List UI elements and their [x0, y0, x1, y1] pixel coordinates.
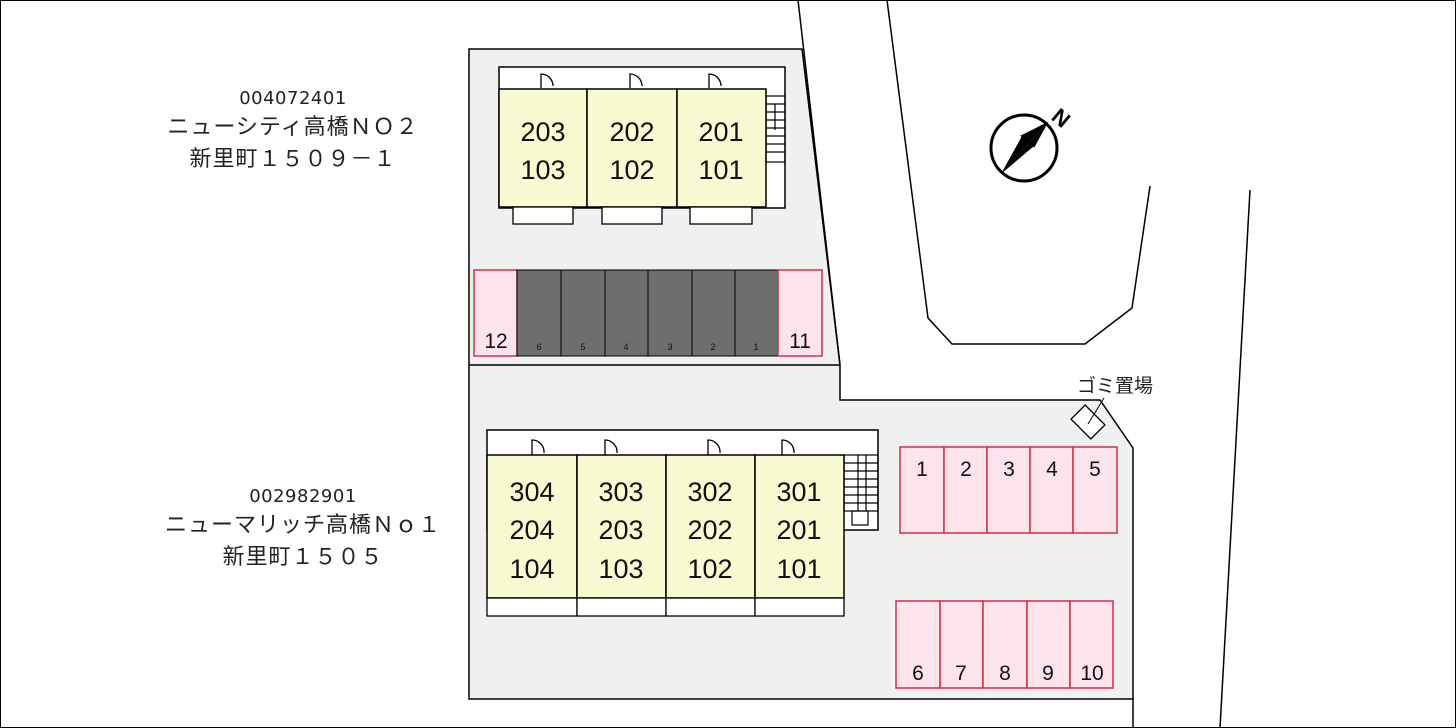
building-north: 203 103 202 102 201 101: [498, 66, 786, 225]
property-name: ニューシティ高橋ＮＯ２: [167, 115, 419, 140]
unit-number: 202: [687, 515, 732, 545]
building-south: 304 204 104 303 203 103 302 202 102 301 …: [486, 429, 879, 617]
unit-number: 303: [598, 477, 643, 507]
balcony: [576, 597, 667, 617]
garbage-area-label: ゴミ置場: [1077, 375, 1153, 397]
door-icon: [707, 439, 721, 455]
balcony: [665, 597, 756, 617]
unit-block: [586, 88, 678, 208]
property-address: 新里町１５０５: [222, 545, 384, 570]
door-icon: [531, 439, 545, 455]
parking-space: [473, 269, 518, 357]
unit-block: [665, 454, 756, 599]
parking-space: [1069, 600, 1114, 689]
unit-number: 102: [687, 554, 732, 584]
property-label-south: 002982901 ニューマリッチ高橋Ｎｏ１ 新里町１５０５: [150, 486, 456, 571]
unit-number: 201: [698, 117, 743, 147]
parking-space: [777, 269, 823, 357]
parking-space: [943, 446, 988, 534]
parking-space-number: 11: [789, 330, 811, 353]
north-arrow-icon: N: [989, 103, 1075, 183]
garage-space: [560, 269, 606, 357]
unit-number: 302: [687, 477, 732, 507]
unit-number: 101: [776, 554, 821, 584]
balcony: [601, 206, 663, 225]
parking-space-number: 3: [1003, 458, 1015, 481]
parking-space-number: 10: [1080, 662, 1103, 685]
unit-block: [676, 88, 767, 208]
parking-space: [986, 446, 1031, 534]
road-edge: [797, 0, 841, 366]
unit-number: 202: [609, 117, 654, 147]
unit-number: 203: [520, 117, 565, 147]
parking-space: [895, 600, 941, 689]
property-label-north: 004072401 ニューシティ高橋ＮＯ２ 新里町１５０９－１: [150, 88, 436, 173]
unit-number: 304: [509, 477, 554, 507]
garbage-box-icon: [1070, 404, 1106, 440]
garage-number: 4: [623, 342, 628, 352]
parking-space: [1072, 446, 1118, 534]
garage-number: 2: [710, 342, 715, 352]
garage-number: 5: [580, 342, 585, 352]
parking-space-number: 6: [912, 662, 924, 685]
garage-number: 1: [753, 342, 758, 352]
unit-block: [498, 88, 588, 208]
property-code: 002982901: [249, 486, 357, 507]
parking-space-number: 2: [960, 458, 972, 481]
parking-south-top: 1 2 3 4 5: [899, 446, 1118, 534]
parking-south-bottom: 6 7 8 9 10: [895, 600, 1114, 689]
property-name: ニューマリッチ高橋Ｎｏ１: [164, 513, 441, 538]
unit-block: [754, 454, 845, 599]
garage-number: 3: [667, 342, 672, 352]
balcony: [512, 206, 574, 225]
door-icon: [708, 73, 722, 88]
parking-space-number: 4: [1046, 458, 1058, 481]
door-icon: [781, 439, 795, 455]
parking-space: [939, 600, 984, 689]
balcony: [689, 206, 753, 225]
garbage-area: ゴミ置場: [1070, 375, 1153, 440]
unit-number: 104: [509, 554, 554, 584]
property-code: 004072401: [239, 88, 347, 109]
unit-block: [576, 454, 667, 599]
parking-space-number: 9: [1042, 662, 1054, 685]
unit-block: [486, 454, 578, 599]
door-icon: [629, 73, 643, 88]
stairs-icon: [765, 95, 786, 163]
garage-space: [647, 269, 693, 357]
unit-number: 201: [776, 515, 821, 545]
parking-space-number: 5: [1089, 458, 1101, 481]
garbage-leader-line: [1087, 397, 1105, 425]
unit-number: 102: [609, 155, 654, 185]
property-address: 新里町１５０９－１: [189, 147, 397, 172]
garage-space: [691, 269, 736, 357]
unit-number: 103: [520, 155, 565, 185]
stairs-icon: [843, 454, 879, 526]
balcony: [754, 597, 845, 617]
parking-space-number: 8: [999, 662, 1011, 685]
parking-space-number: 12: [484, 330, 507, 353]
unit-number: 101: [698, 155, 743, 185]
road-edge: [886, 0, 1151, 345]
parking-space-number: 1: [916, 458, 928, 481]
door-icon: [540, 73, 554, 88]
unit-number: 204: [509, 515, 554, 545]
unit-number: 301: [776, 477, 821, 507]
unit-number: 103: [598, 554, 643, 584]
parking-north: 12 6 5 4 3 2 1 11: [473, 269, 823, 357]
parking-space: [982, 600, 1028, 689]
parking-space-number: 7: [955, 662, 967, 685]
unit-number: 203: [598, 515, 643, 545]
road-edge: [1219, 189, 1251, 728]
balcony: [486, 597, 578, 617]
garage-number: 6: [536, 342, 541, 352]
door-icon: [604, 439, 618, 455]
